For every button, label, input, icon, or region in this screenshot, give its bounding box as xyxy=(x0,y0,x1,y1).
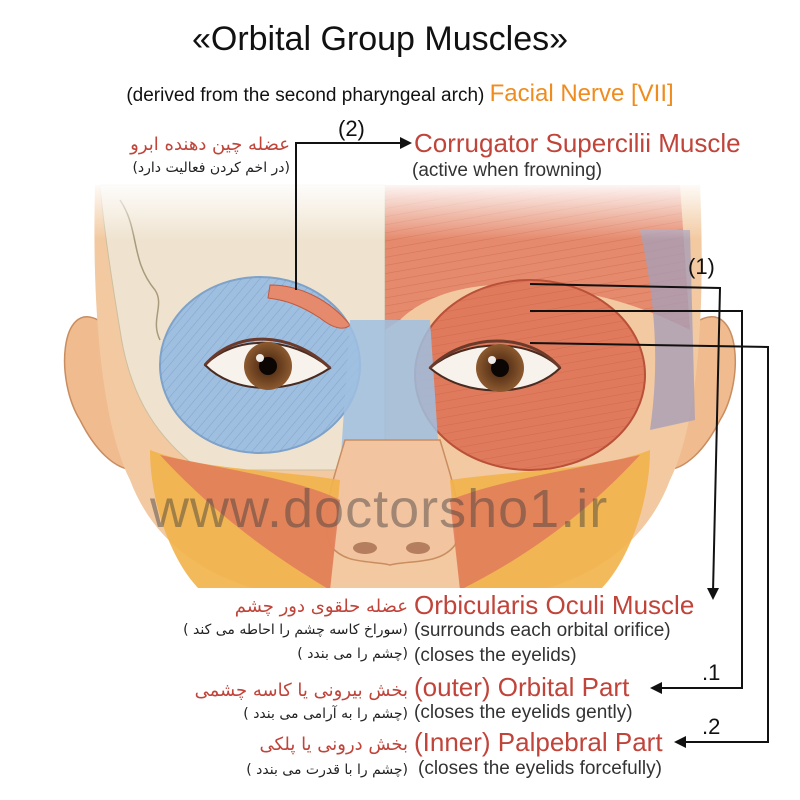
palpebral-part-desc-en: (closes the eyelids forcefully) xyxy=(418,758,662,779)
leader-palpebral-part xyxy=(529,342,769,743)
orbicularis-desc2-en: (closes the eyelids) xyxy=(414,645,577,666)
watermark: www.doctorsho1.ir xyxy=(150,479,609,539)
orbital-part-name-fa: بخش بیرونی یا کاسه چشمی xyxy=(194,680,408,701)
leader-orbital-part xyxy=(530,310,743,689)
orbicularis-desc2-fa: (چشم را می بندد ) xyxy=(297,646,408,662)
arrow-orbital-part xyxy=(650,682,662,694)
leader-corrugator xyxy=(295,142,400,290)
orbicularis-name-fa: عضله حلقوی دور چشم xyxy=(234,596,408,617)
palpebral-part-marker: .2 xyxy=(702,714,721,739)
diagram-title: «Orbital Group Muscles» xyxy=(191,20,569,58)
corrugator-marker: (2) xyxy=(338,116,365,141)
orbicularis-desc1-en: (surrounds each orbital orifice) xyxy=(414,620,671,641)
palpebral-part-name-en: (Inner) Palpebral Part xyxy=(414,727,663,757)
nerve-label: Facial Nerve [VII] xyxy=(489,80,674,107)
leader-orbicularis xyxy=(529,283,722,593)
palpebral-part-name-fa: بخش درونی یا پلکی xyxy=(259,734,408,755)
orbicularis-name-en: Orbicularis Oculi Muscle xyxy=(414,590,695,620)
orbital-part-desc-fa: (چشم را به آرامی می بندد ) xyxy=(243,706,408,722)
orbicularis-marker: (1) xyxy=(688,254,715,279)
corrugator-name-fa: عضله چین دهنده ابرو xyxy=(130,134,290,155)
arrow-palpebral-part xyxy=(674,736,686,748)
orbicularis-desc1-fa: (سوراخ کاسه چشم را احاطه می کند ) xyxy=(183,622,408,638)
corrugator-desc-en: (active when frowning) xyxy=(412,160,603,181)
corrugator-desc-fa: (در اخم کردن فعالیت دارد) xyxy=(132,160,290,176)
arrow-orbicularis xyxy=(707,588,719,600)
orbital-part-desc-en: (closes the eyelids gently) xyxy=(414,702,633,723)
right-eye xyxy=(428,339,562,392)
derivation-text: (derived from the second pharyngeal arch… xyxy=(126,85,485,106)
arrowheads xyxy=(400,137,719,748)
leader-lines xyxy=(295,142,769,743)
orbital-part-marker: .1 xyxy=(702,660,721,685)
arrow-corrugator xyxy=(400,137,412,149)
left-eye xyxy=(203,337,332,390)
corrugator-name-en: Corrugator Supercilii Muscle xyxy=(414,128,741,158)
diagram-subtitle: (derived from the second pharyngeal arch… xyxy=(0,80,800,108)
corrugator-muscle xyxy=(267,284,351,329)
temporal-fascia xyxy=(640,230,695,430)
palpebral-part-desc-fa: (چشم را با قدرت می بندد ) xyxy=(246,762,408,778)
orbital-part-name-en: (outer) Orbital Part xyxy=(414,672,630,702)
